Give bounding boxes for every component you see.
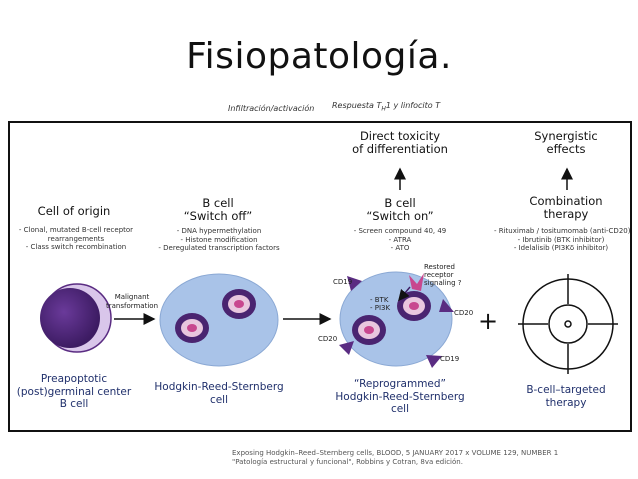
combination-item: - Idelalisib (PI3Kδ inhibitor) [513, 244, 609, 253]
combination-bottom-label: B-cell–targeted therapy [526, 384, 606, 409]
origin-item: - Clonal, mutated B-cell receptor [18, 226, 134, 234]
origin-item: - Class switch recombination [25, 243, 127, 252]
origin-cell [40, 283, 112, 353]
marker-cd19-top [347, 276, 362, 291]
malignant-label: Malignant transformation [105, 293, 158, 310]
diagram-graphic: + [40, 167, 618, 374]
switch-on-item: - ATRA [388, 235, 412, 244]
plus-sign: + [478, 307, 498, 335]
cd20-label-left: CD20 [318, 335, 338, 343]
switch-off-heading: B cell “Switch off” [183, 196, 253, 223]
marker-cd19-bottom [426, 355, 442, 368]
switch-off-item: - Histone modification [180, 235, 258, 244]
slide-title: Fisiopatología. [186, 36, 452, 77]
switch-on-bottom-label: “Reprogrammed” Hodgkin-Reed-Sternberg ce… [335, 378, 465, 415]
citation-footer: Exposing Hodgkin–Reed–Sternberg cells, B… [232, 449, 558, 467]
reprogrammed-cell [339, 271, 454, 368]
origin-heading: Cell of origin [37, 204, 111, 218]
citation-line-1: Exposing Hodgkin–Reed–Sternberg cells, B… [232, 449, 559, 457]
note-response: Respuesta TH1 y linfocito T [332, 101, 441, 113]
combination-items: - Rituximab / tositumomab (anti-CD20) - … [494, 227, 631, 253]
citation-line-2: "Patología estructural y funcional", Rob… [232, 458, 463, 466]
switch-off-item: - DNA hypermethylation [176, 227, 262, 235]
combination-heading: Combination therapy [529, 194, 603, 221]
note-infiltration: Infiltración/activación [228, 104, 315, 113]
target-icon [518, 274, 618, 374]
receptor-icon [409, 273, 424, 291]
hrs-cell [159, 273, 279, 367]
combination-top: Synergistic effects [534, 129, 598, 156]
cd19-label-bottom: CD19 [440, 355, 460, 363]
inner-labels: - BTK - PI3K [370, 296, 391, 312]
cd19-label-top: CD19 [333, 278, 353, 286]
switch-off-bottom-label: Hodgkin-Reed-Sternberg cell [154, 381, 284, 406]
origin-bottom-label: Preapoptotic (post)germinal center B cel… [16, 373, 132, 410]
switch-on-item: - ATO [390, 244, 410, 253]
cd20-label-right: CD20 [454, 309, 474, 317]
switch-on-items: - Screen compound 40, 49 - ATRA - ATO [336, 227, 464, 253]
diagram-frame [8, 121, 632, 432]
switch-on-top: Direct toxicity of differentiation [352, 129, 448, 156]
switch-off-items: - DNA hypermethylation - Histone modific… [150, 227, 288, 253]
switch-on-item: - Screen compound 40, 49 [353, 227, 447, 235]
combination-item: - Ibrutinib (BTK inhibitor) [517, 235, 605, 244]
combination-item: - Rituximab / tositumomab (anti-CD20) [494, 227, 631, 235]
origin-items: - Clonal, mutated B-cell receptor rearra… [12, 226, 140, 252]
restored-label: Restored receptor signaling ? [424, 263, 462, 287]
origin-item: rearrangements [47, 234, 105, 243]
switch-off-item: - Deregulated transcription factors [158, 244, 280, 253]
switch-on-heading: B cell “Switch on” [366, 196, 434, 223]
marker-cd20-left [339, 341, 354, 355]
marker-cd20-right [439, 299, 454, 312]
